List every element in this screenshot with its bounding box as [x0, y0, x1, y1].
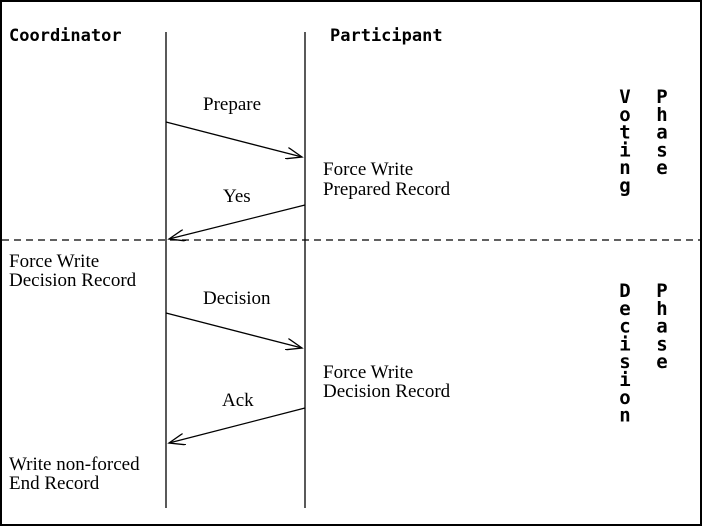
coordinator-decision-note-line2: Decision Record [9, 270, 137, 291]
prepare-label: Prepare [203, 94, 261, 115]
decision-arrow [165, 312, 302, 348]
coordinator-decision-note-line1: Force Write [9, 251, 99, 272]
coordinator-header: Coordinator [9, 26, 122, 46]
coordinator-end-note-line1: Write non-forced [9, 454, 140, 475]
coordinator-end-note-line2: End Record [9, 473, 100, 494]
participant-decision-note-line2: Decision Record [323, 381, 451, 402]
yes-label: Yes [223, 186, 251, 207]
ack-label: Ack [222, 390, 254, 411]
participant-prepared-note-line2: Prepared Record [323, 179, 451, 200]
yes-arrow [169, 204, 306, 239]
participant-decision-note-line1: Force Write [323, 362, 413, 383]
participant-header: Participant [330, 26, 443, 46]
ack-arrow [169, 407, 306, 443]
decision-label: Decision [203, 288, 271, 309]
participant-prepared-note-line1: Force Write [323, 159, 413, 180]
prepare-arrow [165, 121, 302, 157]
